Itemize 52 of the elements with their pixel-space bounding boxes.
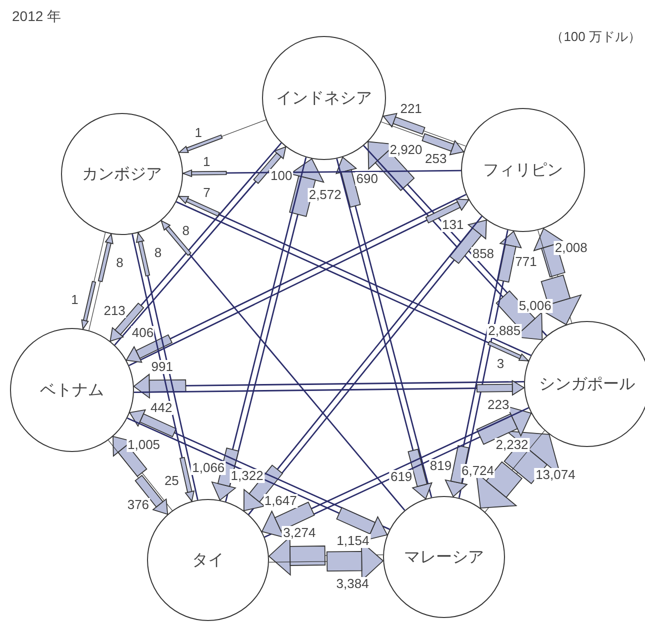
edge-label: 2,232 bbox=[494, 438, 530, 452]
edge-label: 1,066 bbox=[191, 460, 226, 475]
arrow bbox=[160, 220, 406, 511]
edge-label: 1 bbox=[194, 126, 203, 140]
edge-label: 253 bbox=[424, 152, 448, 166]
edge-label: 376 bbox=[126, 498, 150, 512]
edge-label: 221 bbox=[399, 102, 423, 116]
edge-label: 3,384 bbox=[335, 576, 370, 591]
edge-label: 3 bbox=[496, 357, 506, 372]
edge-label: 3,274 bbox=[282, 526, 317, 540]
edge-label: 690 bbox=[355, 172, 379, 186]
country-name: マレーシア bbox=[404, 548, 484, 568]
edge-label: 8 bbox=[153, 246, 163, 260]
edge-label: 5,006 bbox=[518, 299, 552, 314]
edge-label: 1 bbox=[202, 154, 212, 168]
edge-label: 858 bbox=[471, 246, 496, 261]
country-name: カンボジア bbox=[82, 164, 162, 184]
edge-label: 619 bbox=[389, 470, 414, 484]
edge-label: 6,724 bbox=[460, 464, 496, 478]
edge-label: 100 bbox=[270, 169, 294, 184]
country-circle bbox=[383, 496, 505, 618]
country-name: ベトナム bbox=[40, 380, 104, 400]
unit-note: （100 万ドル） bbox=[550, 28, 641, 46]
edge-label: 7 bbox=[202, 186, 212, 200]
edge-label: 25 bbox=[163, 474, 180, 488]
edge-label: 2,008 bbox=[554, 240, 588, 255]
edge-label: 406 bbox=[130, 326, 155, 340]
edge-label: 991 bbox=[150, 360, 174, 374]
edge-label: 442 bbox=[150, 400, 174, 415]
edge-label: 2,920 bbox=[388, 143, 424, 158]
arrow bbox=[133, 374, 524, 398]
edge-label: 8 bbox=[115, 256, 124, 270]
country-name: フィリピン bbox=[483, 160, 563, 180]
edge-label: 213 bbox=[102, 304, 126, 318]
country-circle bbox=[61, 113, 183, 235]
country-name: シンガポール bbox=[539, 374, 635, 394]
year-title: 2012 年 bbox=[12, 8, 62, 26]
edge-label: 819 bbox=[428, 458, 453, 472]
arrow bbox=[134, 380, 524, 396]
country-name: インドネシア bbox=[276, 88, 372, 108]
edge-label: 2,572 bbox=[308, 188, 342, 202]
country-name: タイ bbox=[192, 550, 224, 570]
edge-label: 8 bbox=[181, 224, 190, 238]
edge-label: 2,885 bbox=[487, 324, 522, 338]
edge-label: 223 bbox=[486, 398, 510, 412]
edge-label: 13,074 bbox=[534, 468, 576, 482]
edge-label: 1 bbox=[70, 292, 80, 307]
edge-label: 1,154 bbox=[336, 534, 370, 548]
country-circle bbox=[262, 36, 386, 160]
edge-label: 1,322 bbox=[230, 468, 264, 483]
edge-label: 1,005 bbox=[126, 438, 162, 452]
arrow bbox=[81, 232, 106, 330]
